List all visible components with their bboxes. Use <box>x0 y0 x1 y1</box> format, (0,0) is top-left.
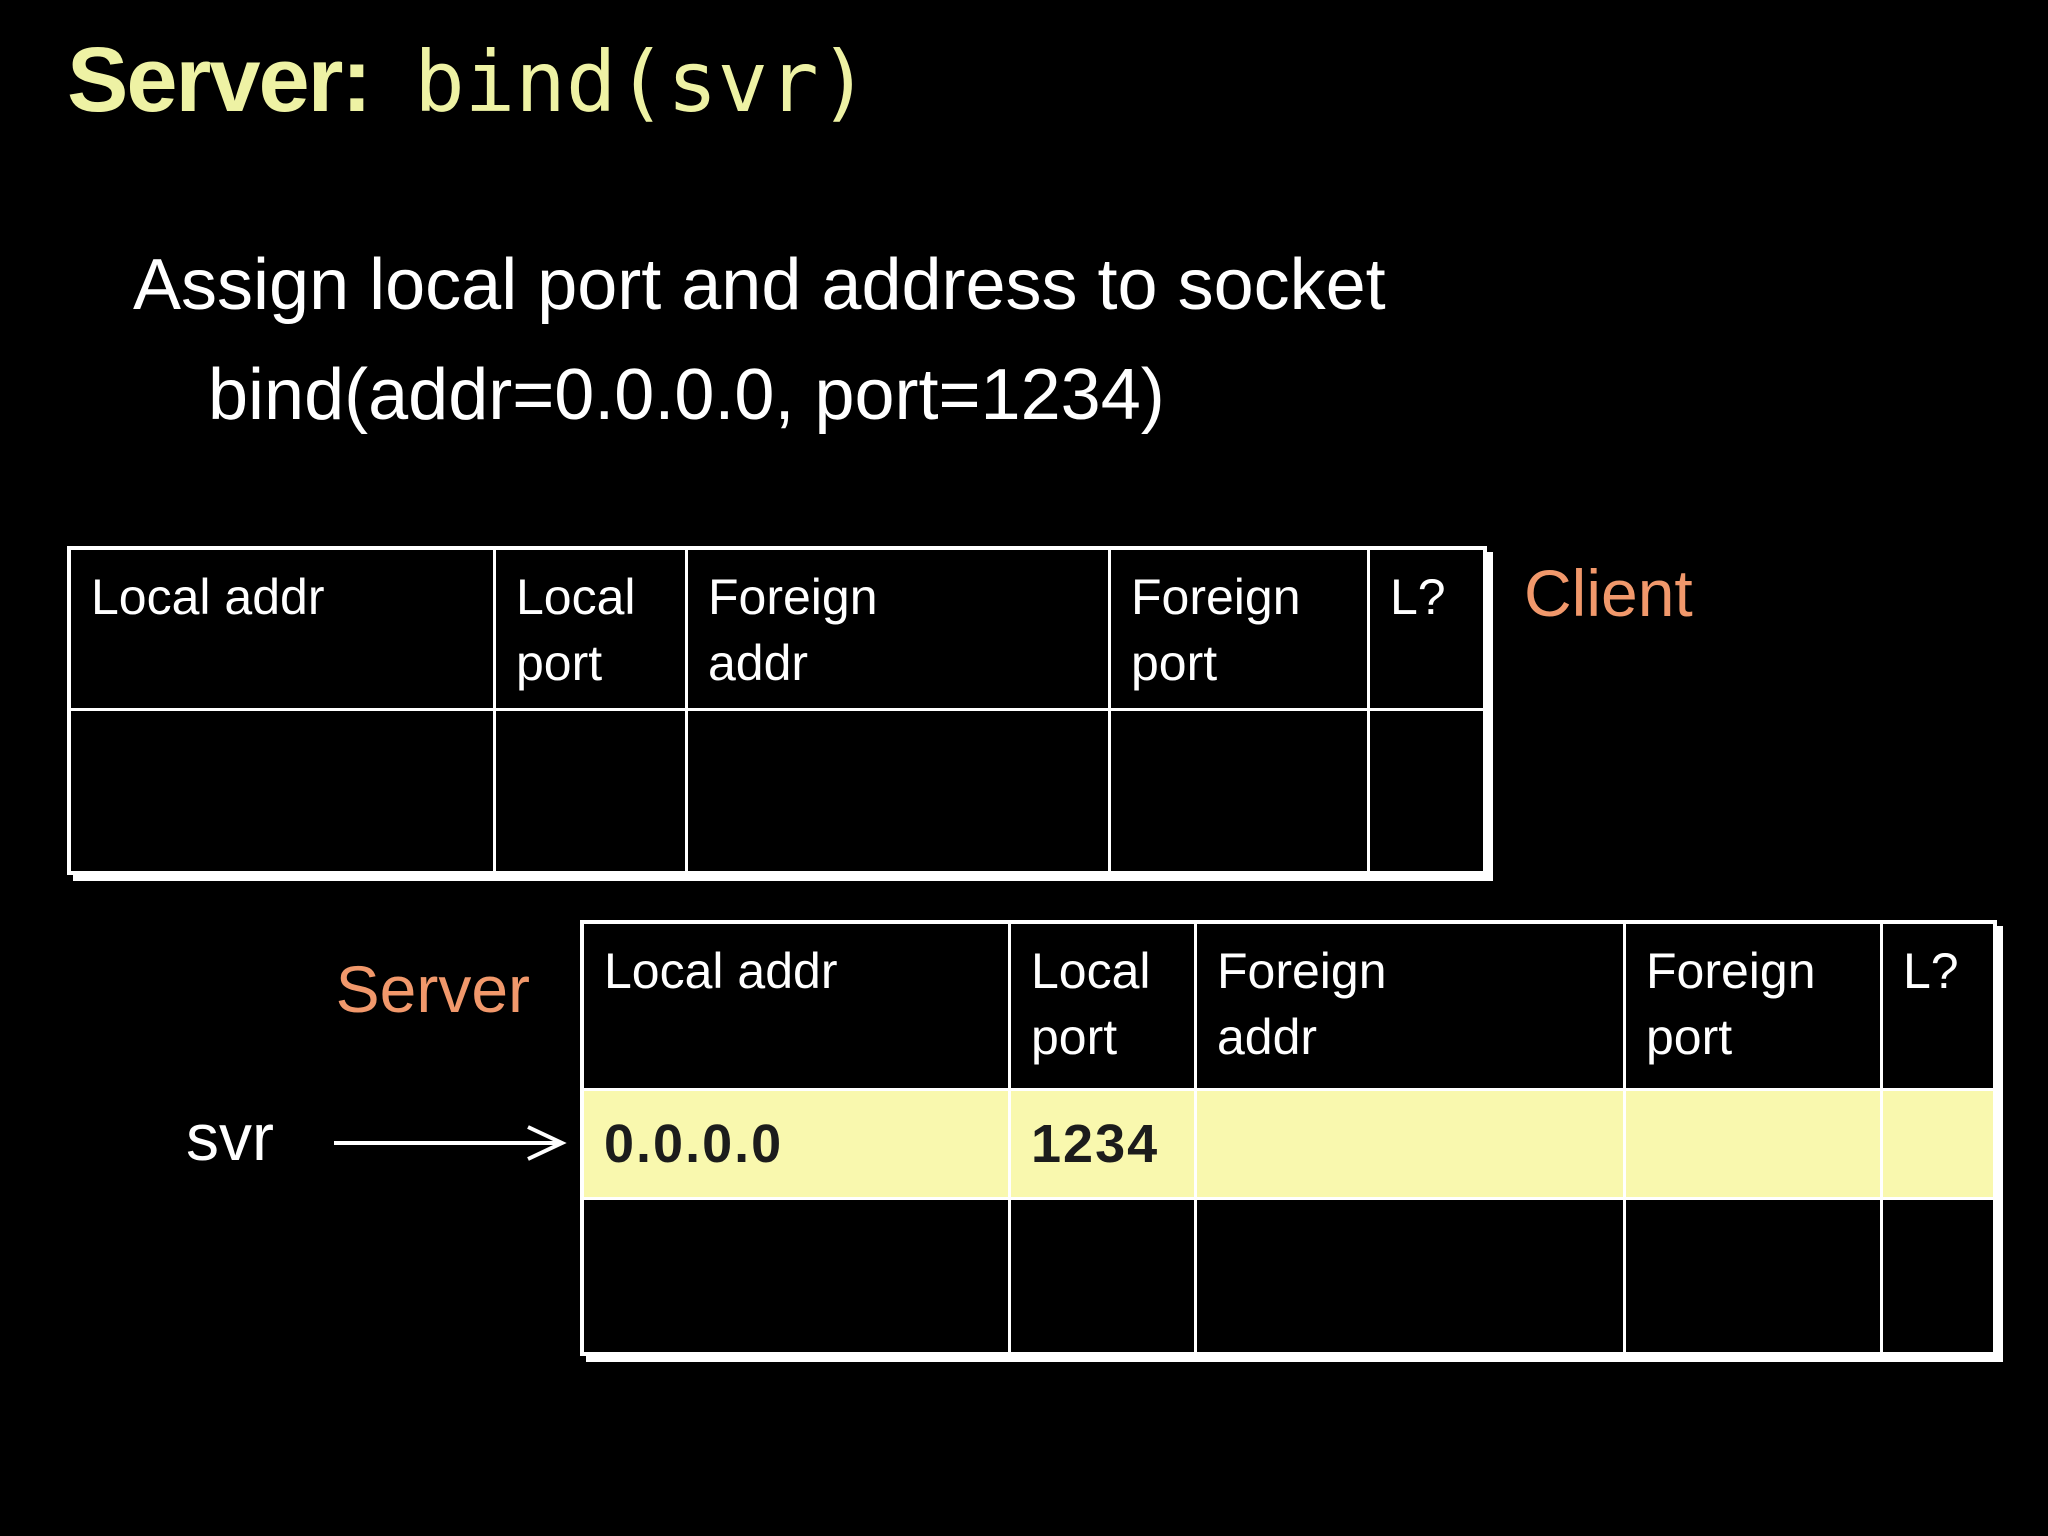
server-col-foreign-port: Foreign port <box>1626 924 1880 1088</box>
svr-label: svr <box>186 1100 274 1174</box>
client-cell-local-port <box>496 711 685 871</box>
server-bound-row-foreign-addr <box>1197 1091 1623 1197</box>
server-bound-row-local-port: 1234 <box>1011 1091 1194 1197</box>
server-empty-row-local-port <box>1011 1200 1194 1352</box>
server-col-local-addr: Local addr <box>584 924 1008 1088</box>
client-col-foreign-addr: Foreign addr <box>688 550 1108 708</box>
server-label: Server <box>335 952 530 1026</box>
server-bound-row-foreign-port <box>1626 1091 1880 1197</box>
server-col-foreign-addr: Foreign addr <box>1197 924 1623 1088</box>
client-cell-foreign-port <box>1111 711 1367 871</box>
slide-title: Server: bind(svr) <box>67 29 870 131</box>
server-bound-row-listen <box>1883 1091 1993 1197</box>
client-cell-listen <box>1370 711 1483 871</box>
client-cell-foreign-addr <box>688 711 1108 871</box>
body-text-line1: Assign local port and address to socket <box>133 245 1386 325</box>
slide-title-text: Server: <box>67 29 372 131</box>
client-label: Client <box>1524 556 1693 630</box>
client-col-foreign-port: Foreign port <box>1111 550 1367 708</box>
server-empty-row-foreign-port <box>1626 1200 1880 1352</box>
client-col-local-addr: Local addr <box>71 550 493 708</box>
client-col-local-port: Local port <box>496 550 685 708</box>
svr-pointer-arrow-icon <box>334 1125 567 1161</box>
client-cell-local-addr <box>71 711 493 871</box>
slide-title-code: bind(svr) <box>414 33 870 131</box>
server-empty-row-listen <box>1883 1200 1993 1352</box>
server-col-listen: L? <box>1883 924 1993 1088</box>
server-empty-row-local-addr <box>584 1200 1008 1352</box>
body-text-line2: bind(addr=0.0.0.0, port=1234) <box>208 355 1165 435</box>
server-col-local-port: Local port <box>1011 924 1194 1088</box>
client-col-listen: L? <box>1370 550 1483 708</box>
server-bound-row-local-addr: 0.0.0.0 <box>584 1091 1008 1197</box>
client-connection-table: Local addr Local port Foreign addr Forei… <box>67 546 1487 875</box>
server-connection-table: Local addr Local port Foreign addr Forei… <box>580 920 1997 1356</box>
server-empty-row-foreign-addr <box>1197 1200 1623 1352</box>
